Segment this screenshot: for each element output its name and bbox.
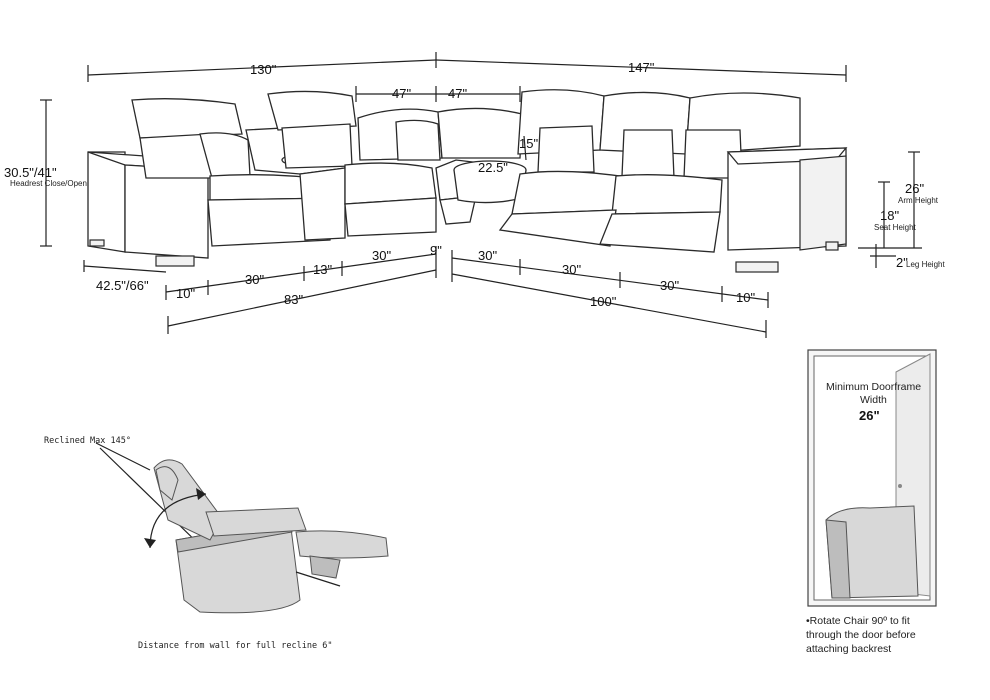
door-note-line3: attaching backrest <box>806 643 891 655</box>
dim-console-angle: 22.5" <box>478 160 508 175</box>
dim-leg-height: 2" <box>896 255 908 270</box>
dim-arm-height-label: Arm Height <box>898 196 939 205</box>
doorframe-illustration: Minimum Doorframe Width 26" •Rotate Chai… <box>806 349 937 655</box>
dim-corner-right: 47" <box>448 86 467 101</box>
dim-height: 30.5"/41" <box>4 165 57 180</box>
dim-depth: 42.5"/66" <box>96 278 149 293</box>
dim-left-console: 13" <box>313 262 332 277</box>
door-note-line1: •Rotate Chair 90º to fit <box>806 615 910 627</box>
recline-title: Reclined Max 145° <box>44 436 131 446</box>
dim-corner-left: 47" <box>392 86 411 101</box>
recline-illustration: Reclined Max 145° Distance from wall for… <box>44 436 389 651</box>
door-note-line2: through the door before <box>806 629 916 641</box>
dim-console-top: 15" <box>519 136 538 151</box>
dim-seat-height: 18" <box>880 208 899 223</box>
dim-right-arm: 10" <box>736 290 755 305</box>
dim-right-seat3: 30" <box>660 278 679 293</box>
dim-seat-height-label: Seat Height <box>874 223 917 232</box>
dim-arm-height: 26" <box>905 181 924 196</box>
dim-left-total: 83" <box>284 292 303 307</box>
door-width: 26" <box>859 408 880 423</box>
dim-leg-height-label: Leg Height <box>906 260 945 269</box>
dim-left-seat: 30" <box>245 272 264 287</box>
dim-height-note: Headrest Close/Open <box>10 179 87 188</box>
sofa-illustration <box>87 89 848 273</box>
door-title-line1: Minimum Doorframe <box>826 381 921 393</box>
dim-right-total: 100" <box>590 294 617 309</box>
dim-right-seat1: 30" <box>478 248 497 263</box>
dim-total-right: 147" <box>628 60 655 75</box>
dim-total-left: 130" <box>250 62 277 77</box>
dim-right-seat2: 30" <box>562 262 581 277</box>
dim-left-arm: 10" <box>176 286 195 301</box>
recline-note: Distance from wall for full recline 6" <box>138 641 332 651</box>
dimension-lines <box>40 52 922 338</box>
dim-corner-gap: 9" <box>430 243 442 258</box>
door-title-line2: Width <box>860 394 887 406</box>
dimension-labels: 130" 147" 47" 47" 30.5"/41" Headrest Clo… <box>4 60 945 309</box>
dim-left-seat2: 30" <box>372 248 391 263</box>
